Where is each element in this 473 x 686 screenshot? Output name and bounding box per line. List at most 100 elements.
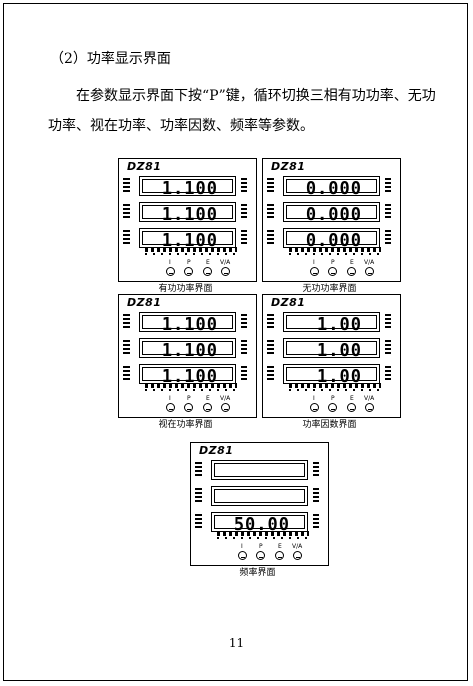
unit-indicator-right [241, 228, 249, 248]
lcd-value: 1.100 [161, 230, 218, 252]
meter-brand-label: DZ81 [127, 296, 162, 309]
meter-brand-label: DZ81 [127, 160, 162, 173]
section-heading: （2）功率显示界面 [50, 51, 171, 67]
unit-indicator-left [123, 364, 133, 384]
unit-indicator-left [267, 364, 277, 384]
unit-indicator-left [267, 228, 277, 248]
meter-key-button [310, 403, 319, 412]
meter-key-button [184, 267, 193, 276]
button-key-label: I [313, 259, 315, 266]
lcd-value: 1.00 [317, 314, 362, 336]
meter-caption: 视在功率界面 [158, 420, 213, 430]
status-indicator-row [217, 531, 309, 536]
button-key-label: P [187, 395, 191, 402]
lcd-row: 1.00 [283, 312, 380, 335]
lcd-row [211, 486, 308, 506]
meter-brand-label: DZ81 [271, 160, 306, 173]
meter-caption: 有功功率界面 [158, 284, 213, 294]
lcd-row-inner: 1.100 [142, 205, 233, 225]
lcd-row: 0.000 [283, 176, 380, 199]
unit-indicator-right [241, 202, 249, 222]
lcd-row-inner [214, 489, 305, 503]
button-key-label: V/A [364, 259, 375, 266]
lcd-row: 1.100 [139, 202, 236, 225]
lcd-row-inner: 1.100 [142, 341, 233, 361]
lcd-value: 0.000 [305, 178, 362, 200]
meter-brand-label: DZ81 [271, 296, 306, 309]
lcd-row: 0.000 [283, 202, 380, 225]
lcd-value: 0.000 [305, 204, 362, 226]
meter-key-button [166, 267, 175, 276]
lcd-row-inner: 1.100 [142, 315, 233, 335]
page-border [3, 3, 468, 681]
lcd-row: 1.100 [139, 176, 236, 199]
meter-key-button [166, 403, 175, 412]
meter-key-button [256, 551, 265, 560]
lcd-row: 1.100 [139, 338, 236, 361]
status-indicator-row [145, 247, 237, 252]
lcd-value: 1.00 [317, 366, 362, 388]
button-key-label: I [169, 259, 171, 266]
button-key-label: V/A [292, 543, 303, 550]
lcd-row-inner: 1.00 [286, 341, 377, 361]
button-key-label: I [313, 395, 315, 402]
meter-key-button [238, 551, 247, 560]
lcd-value: 0.000 [305, 230, 362, 252]
unit-indicator-left [267, 312, 277, 332]
unit-indicator-left [267, 176, 277, 196]
meter-caption: 功率因数界面 [302, 420, 357, 430]
meter-key-button [203, 267, 212, 276]
lcd-value: 1.100 [161, 314, 218, 336]
unit-indicator-left [195, 460, 205, 480]
meter-caption: 频率界面 [239, 568, 276, 578]
lcd-row-inner: 0.000 [286, 179, 377, 199]
lcd-value: 1.100 [161, 178, 218, 200]
status-indicator-labels [145, 389, 237, 391]
meter-key-button [184, 403, 193, 412]
meter-brand-label: DZ81 [199, 444, 234, 457]
unit-indicator-left [267, 202, 277, 222]
button-key-label: I [169, 395, 171, 402]
status-indicator-row [289, 383, 381, 388]
unit-indicator-right [241, 338, 249, 358]
lcd-row: 1.100 [139, 364, 236, 387]
lcd-row-inner: 0.000 [286, 205, 377, 225]
button-key-label: V/A [220, 395, 231, 402]
lcd-value: 1.100 [161, 204, 218, 226]
button-key-label: E [206, 259, 210, 266]
lcd-row-inner: 1.100 [142, 231, 233, 251]
button-key-label: V/A [220, 259, 231, 266]
button-key-label: P [331, 395, 335, 402]
meter-key-button [293, 551, 302, 560]
status-indicator-labels [145, 253, 237, 255]
lcd-row-inner: 1.00 [286, 315, 377, 335]
unit-indicator-left [195, 486, 205, 506]
meter-key-button [365, 267, 374, 276]
lcd-row: 50.00 [211, 512, 308, 535]
lcd-row-inner [214, 463, 305, 477]
lcd-row: 0.000 [283, 228, 380, 251]
status-indicator-labels [217, 537, 309, 539]
lcd-row: 1.00 [283, 364, 380, 387]
body-paragraph: 在参数显示界面下按“P”键，循环切换三相有功功率、无功功率、视在功率、功率因数、… [48, 88, 436, 134]
unit-indicator-right [313, 460, 321, 480]
meter-key-button [221, 267, 230, 276]
button-key-label: E [206, 395, 210, 402]
unit-indicator-right [385, 312, 393, 332]
unit-indicator-right [385, 228, 393, 248]
lcd-row [211, 460, 308, 480]
unit-indicator-right [241, 176, 249, 196]
meter-key-button [347, 403, 356, 412]
lcd-row: 1.00 [283, 338, 380, 361]
unit-indicator-right [313, 512, 321, 532]
button-key-label: P [331, 259, 335, 266]
lcd-value: 50.00 [233, 514, 290, 536]
unit-indicator-left [195, 512, 205, 532]
unit-indicator-right [313, 486, 321, 506]
unit-indicator-right [241, 312, 249, 332]
